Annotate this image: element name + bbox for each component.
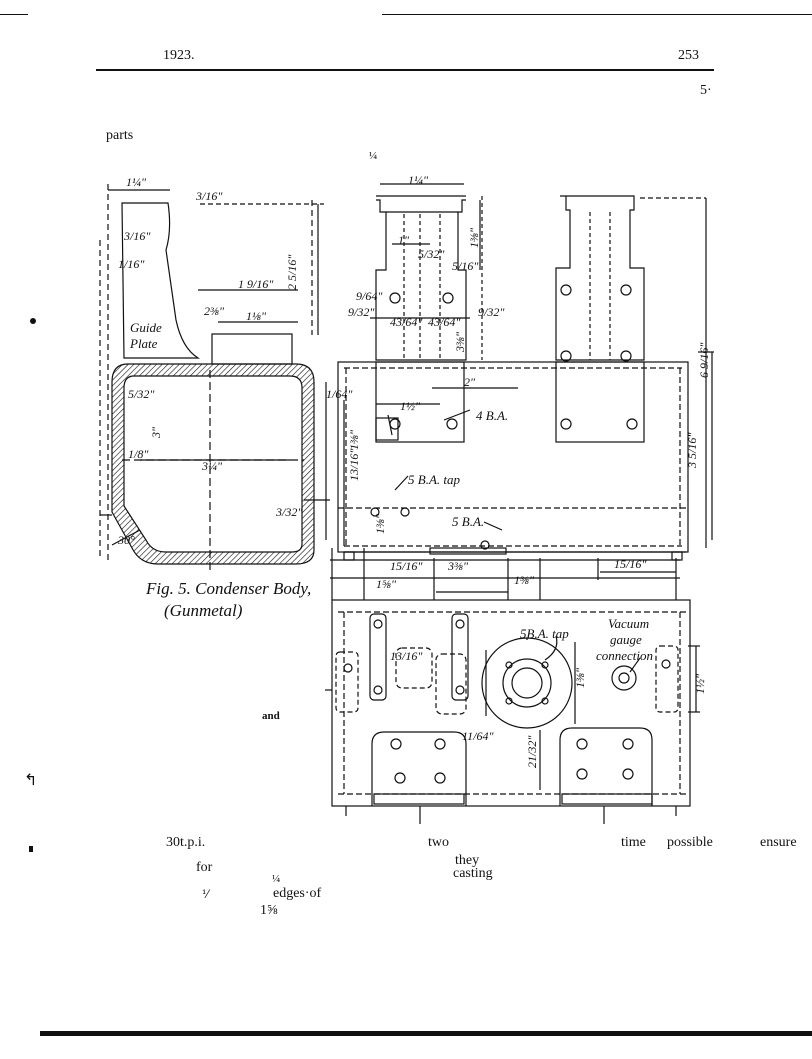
margin-mark-hook: ↰ bbox=[24, 770, 38, 789]
dim-text: 43/64" bbox=[428, 315, 461, 329]
header-rule bbox=[96, 69, 714, 71]
dim-text: 1" bbox=[398, 233, 410, 247]
dim-text: 3¼" bbox=[201, 459, 223, 473]
dim-text: 1 9/16" bbox=[238, 277, 274, 291]
text-fragment-ensure: ensure bbox=[760, 835, 797, 850]
dim-text: 3 5/16" bbox=[685, 432, 699, 469]
dim-text: 5/32" bbox=[418, 247, 445, 261]
label-5ba: 5 B.A. bbox=[452, 514, 484, 529]
drawing-labels: Guide Plate 4 B.A. 5 B.A. tap 5 B.A. 5B.… bbox=[129, 320, 653, 663]
dim-text: 1/16" bbox=[118, 257, 145, 271]
dim-text: 9/32" bbox=[348, 305, 375, 319]
dim-text: 2⅜" bbox=[204, 304, 225, 318]
dim-text: 1⅜" bbox=[467, 227, 481, 248]
margin-mark-tick bbox=[29, 846, 33, 852]
header-page-number: 253 bbox=[678, 48, 699, 63]
dim-text: 9/32" bbox=[478, 305, 505, 319]
label-4ba: 4 B.A. bbox=[476, 408, 508, 423]
side-elevation bbox=[330, 183, 714, 600]
text-fragment-two: two bbox=[428, 835, 449, 850]
dim-text: 1/8" bbox=[128, 447, 149, 461]
text-fragment-small-fraction: ⅟ bbox=[202, 889, 209, 901]
dim-text: 5/32" bbox=[128, 387, 155, 401]
text-fragment-5: 5· bbox=[700, 83, 712, 98]
dim-text: 9/64" bbox=[356, 289, 383, 303]
dim-text: 15/16" bbox=[614, 557, 647, 571]
dim-text: 11/64" bbox=[462, 729, 494, 743]
dim-text: 30° bbox=[117, 533, 135, 547]
dim-text: 1⅜" bbox=[347, 429, 361, 450]
top-rule-left bbox=[0, 14, 28, 15]
dim-text: 1¼" bbox=[126, 175, 147, 189]
text-fragment-quarter-2: ¼ bbox=[272, 873, 281, 885]
dim-text: 1⅝" bbox=[376, 577, 397, 591]
plan-view bbox=[325, 599, 700, 824]
dim-text: 13/16" bbox=[347, 448, 361, 481]
dim-text: 43/64" bbox=[390, 315, 423, 329]
text-fragment-one-five-eighths: 1⅝ bbox=[260, 903, 278, 918]
dim-text: 1⅛" bbox=[246, 309, 267, 323]
dim-text: 1¼" bbox=[408, 173, 429, 187]
dim-text: 1/64" bbox=[326, 387, 353, 401]
text-fragment-parts: parts bbox=[106, 128, 134, 143]
plate-label: Plate bbox=[129, 336, 158, 351]
dim-text: 21/32" bbox=[525, 735, 539, 768]
text-fragment-for: for bbox=[196, 860, 213, 875]
label-5ba-tap: 5 B.A. tap bbox=[408, 472, 460, 487]
dim-text: 3/16" bbox=[195, 189, 223, 203]
dim-text: 1½" bbox=[693, 673, 707, 694]
dim-text: 3/32" bbox=[275, 505, 303, 519]
dim-text: 2 5/16" bbox=[285, 254, 299, 290]
dim-text: 1½" bbox=[400, 399, 421, 413]
dim-text: 3/16" bbox=[123, 229, 151, 243]
dim-text: 6 9/16" bbox=[697, 342, 711, 378]
guide-label: Guide bbox=[130, 320, 162, 335]
dim-text: 3⅜" bbox=[453, 331, 467, 353]
figure-caption-line1: Fig. 5. Condenser Body, bbox=[145, 579, 311, 598]
text-fragment-and: and bbox=[262, 710, 280, 722]
dim-text: 1⅜" bbox=[514, 573, 535, 587]
text-fragment-tpi: 30t.p.i. bbox=[166, 835, 206, 850]
text-fragment-quarter: ¼ bbox=[369, 150, 378, 162]
dim-text: 5/16" bbox=[452, 259, 479, 273]
label-connection: connection bbox=[596, 648, 653, 663]
text-fragment-possible: possible bbox=[667, 835, 713, 850]
dim-text: 1⅜" bbox=[573, 667, 587, 688]
top-rule-right bbox=[382, 14, 812, 15]
text-fragment-time: time bbox=[621, 835, 646, 850]
dim-text: 3⅜" bbox=[447, 559, 469, 573]
margin-mark-dot bbox=[30, 318, 36, 324]
bottom-rule bbox=[40, 1031, 812, 1036]
text-fragment-edges-of: edges·of bbox=[273, 886, 322, 901]
label-vacuum: Vacuum bbox=[608, 616, 649, 631]
dim-text: 2" bbox=[464, 375, 476, 389]
dim-text: 15/16" bbox=[390, 559, 423, 573]
dimension-values: 1¼" 3/16" 3/16" 1/16" 2⅜" 1 9/16" 1⅛" 2 … bbox=[117, 173, 711, 768]
dim-text: 13/16" bbox=[390, 649, 423, 663]
label-gauge: gauge bbox=[610, 632, 642, 647]
text-fragment-they: they bbox=[455, 853, 480, 868]
label-5ba-tap-plan: 5B.A. tap bbox=[520, 626, 569, 641]
text-fragment-casting: casting bbox=[453, 866, 493, 881]
figure-caption-line2: (Gunmetal) bbox=[164, 601, 243, 620]
dim-text: 3" bbox=[149, 426, 163, 439]
header-year: 1923. bbox=[163, 48, 195, 63]
dim-text: 1⅜" bbox=[373, 513, 387, 534]
section-view bbox=[99, 184, 330, 570]
